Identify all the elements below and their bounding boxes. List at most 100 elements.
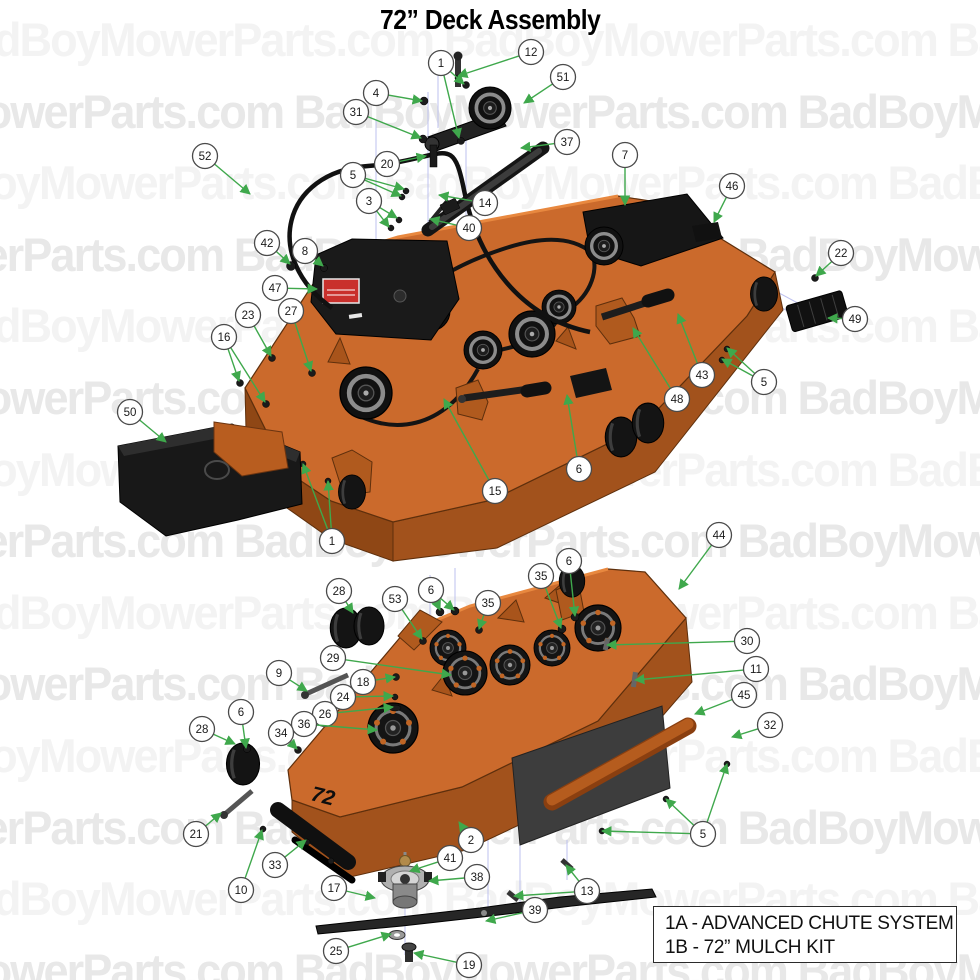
callout-40: 40 (428, 214, 483, 242)
callout-50: 50 (116, 398, 167, 443)
blade-washer (388, 930, 406, 940)
callout-31: 31 (342, 98, 422, 140)
callout-15: 15 (443, 398, 509, 505)
callout-45: 45 (694, 681, 758, 716)
belt-routing-decal (570, 368, 612, 398)
svg-text:13: 13 (581, 886, 594, 898)
callout-38: 38 (427, 863, 491, 891)
svg-text:38: 38 (471, 872, 484, 884)
svg-text:35: 35 (482, 598, 495, 610)
callout-17: 17 (320, 874, 377, 902)
tension-spring (421, 141, 550, 237)
callout-44: 44 (678, 521, 733, 590)
callout-53: 53 (381, 585, 423, 640)
svg-text:6: 6 (428, 585, 434, 597)
svg-text:27: 27 (285, 306, 298, 318)
deck-decal (692, 222, 722, 242)
svg-text:5: 5 (761, 377, 767, 389)
callout-8: 8 (291, 237, 324, 267)
svg-text:48: 48 (671, 394, 684, 406)
callout-32: 32 (730, 711, 784, 740)
svg-text:29: 29 (327, 653, 340, 665)
bottom-deck-assembly: 72 (220, 558, 731, 962)
svg-text:5: 5 (350, 170, 356, 182)
watermark-text: BadBoyMowerParts.com BadBoyMowerParts.co… (0, 13, 980, 66)
callout-1: 1 (301, 463, 346, 555)
svg-text:44: 44 (713, 530, 726, 542)
svg-text:25: 25 (330, 946, 343, 958)
callout-25: 25 (322, 931, 393, 965)
spindle-shaft-right (595, 288, 675, 345)
callout-22: 22 (815, 239, 855, 277)
svg-text:35: 35 (535, 571, 548, 583)
callout-27: 27 (277, 297, 313, 372)
callout-11: 11 (633, 655, 770, 685)
svg-text:49: 49 (849, 314, 862, 326)
svg-text:18: 18 (357, 677, 370, 689)
callout-5: 5 (600, 763, 729, 848)
svg-text:6: 6 (576, 464, 582, 476)
svg-text:1: 1 (329, 536, 335, 548)
svg-text:19: 19 (463, 960, 476, 972)
svg-text:53: 53 (389, 594, 402, 606)
blade-bolt (401, 942, 417, 962)
step-pad (785, 290, 849, 332)
warning-label (322, 278, 360, 304)
svg-text:6: 6 (566, 556, 572, 568)
callout-39: 39 (484, 896, 549, 925)
callout-30: 30 (605, 627, 761, 655)
top-deck-assembly (117, 51, 849, 562)
spindle-shaft-center (455, 379, 552, 421)
svg-text:10: 10 (235, 885, 248, 897)
svg-text:9: 9 (276, 668, 282, 680)
callout-19: 19 (412, 949, 483, 979)
callout-42: 42 (253, 229, 291, 265)
callout-9: 9 (265, 659, 308, 692)
callout-37: 37 (519, 128, 581, 156)
callout-48: 48 (632, 327, 691, 413)
callout-5: 5 (721, 347, 778, 396)
svg-text:24: 24 (337, 692, 350, 704)
svg-text:28: 28 (333, 586, 346, 598)
svg-text:6: 6 (238, 707, 244, 719)
callout-21: 21 (182, 812, 222, 848)
callout-28: 28 (188, 715, 236, 745)
callout-4: 4 (362, 79, 424, 107)
callout-7: 7 (611, 141, 639, 207)
callout-29: 29 (319, 644, 453, 679)
svg-text:30: 30 (741, 636, 754, 648)
legend-line-1: 1A - ADVANCED CHUTE SYSTEM (665, 913, 954, 934)
callout-35: 35 (474, 589, 502, 630)
callout-52: 52 (191, 142, 251, 195)
legend-box: 1A - ADVANCED CHUTE SYSTEM 1B - 72” MULC… (653, 906, 957, 963)
svg-text:1: 1 (438, 58, 444, 70)
callout-35: 35 (527, 562, 563, 629)
svg-text:32: 32 (764, 720, 777, 732)
svg-text:17: 17 (328, 883, 341, 895)
mounting-bolts (220, 672, 350, 819)
callout-10: 10 (227, 829, 264, 904)
callout-20: 20 (373, 150, 428, 178)
chute-blocker (543, 717, 697, 811)
svg-text:36: 36 (298, 719, 311, 731)
callout-46: 46 (713, 172, 746, 223)
svg-text:4: 4 (373, 88, 380, 100)
callout-49: 49 (826, 305, 869, 333)
svg-text:45: 45 (738, 690, 751, 702)
callout-41: 41 (409, 844, 464, 874)
callout-18: 18 (349, 668, 397, 696)
svg-text:51: 51 (557, 72, 570, 84)
callout-24: 24 (329, 683, 395, 711)
callout-12: 12 (457, 38, 545, 79)
svg-text:33: 33 (269, 860, 282, 872)
svg-text:8: 8 (302, 246, 308, 258)
svg-text:21: 21 (190, 829, 203, 841)
svg-text:15: 15 (489, 486, 502, 498)
callout-16: 16 (210, 323, 266, 403)
badboy-logo (204, 460, 231, 480)
svg-text:31: 31 (350, 107, 363, 119)
svg-text:52: 52 (199, 151, 212, 163)
svg-text:7: 7 (622, 150, 628, 162)
callout-3: 3 (355, 187, 398, 228)
